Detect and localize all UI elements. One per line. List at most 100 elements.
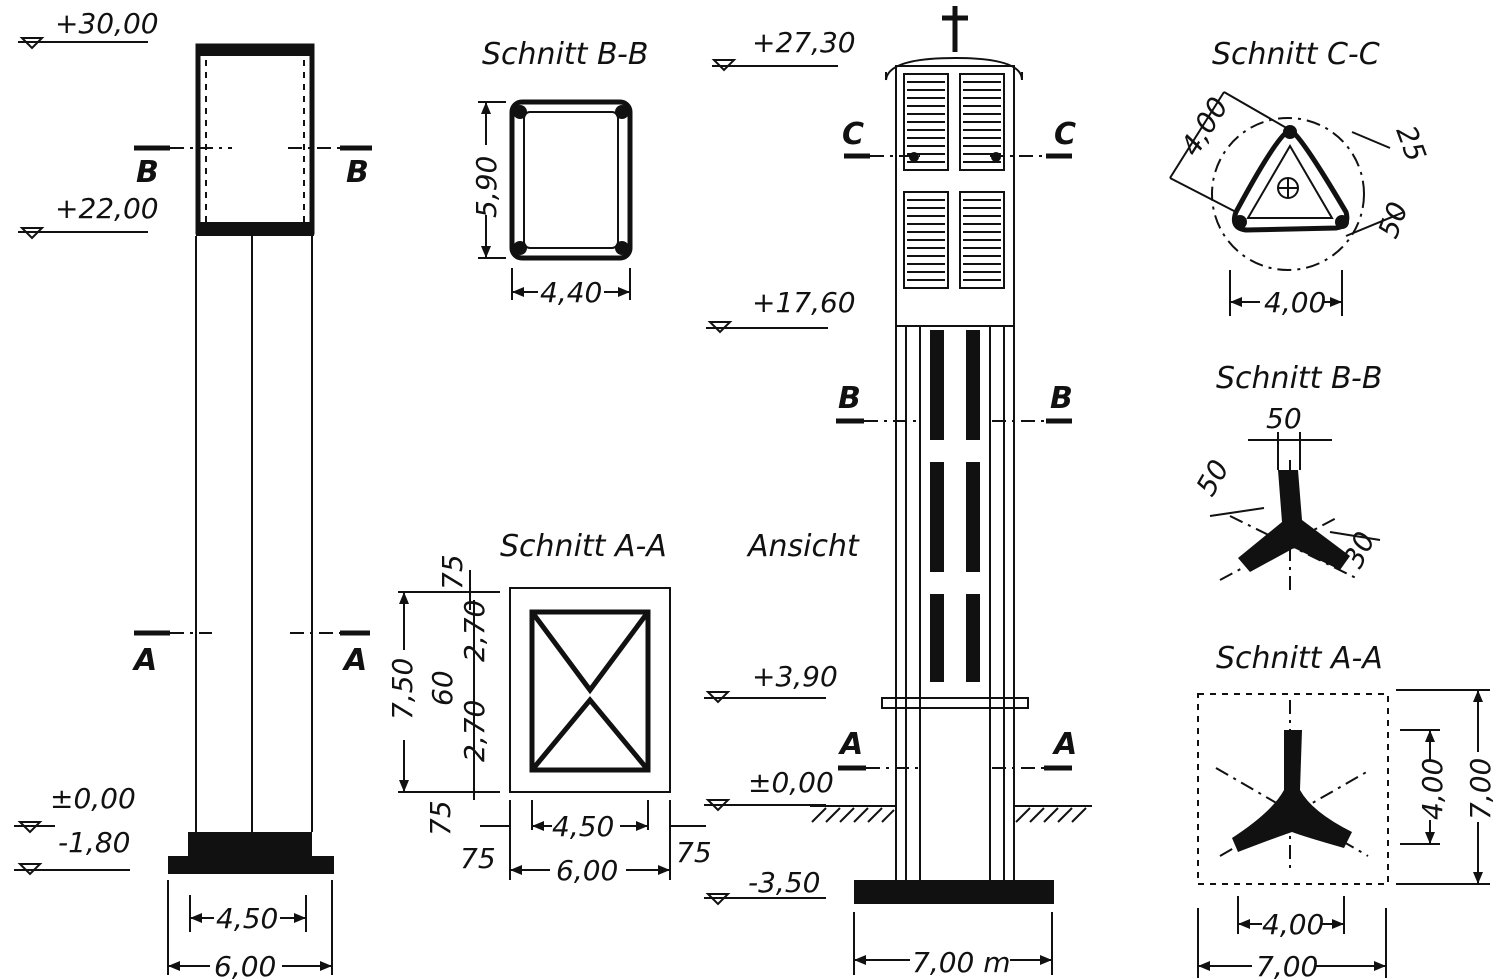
tri-star-section [1232, 730, 1352, 852]
belfry [895, 65, 1015, 327]
louvre-panel [903, 191, 949, 289]
section-letter: C [1054, 117, 1076, 152]
dim-label: 4,00 [1264, 286, 1326, 319]
dim-label: 60 [426, 670, 459, 706]
level-marker: +27,30 [711, 26, 856, 72]
roof [885, 56, 1023, 81]
cross-icon [942, 6, 968, 52]
section-outline [509, 99, 633, 261]
dim-label: 75 [460, 842, 496, 875]
dim-label: 7,50 [386, 658, 419, 720]
section-outline [1197, 693, 1389, 885]
dim-width: 4,00 [1229, 270, 1343, 319]
section-cc-tri: Schnitt C-C 4,00 25 50 4,00 [1169, 37, 1433, 319]
dim-label: 75 [436, 554, 469, 590]
dim-inner-height: 4,00 [1400, 729, 1449, 845]
section-mark-b: B B [836, 381, 1073, 424]
dim-label: 7,00 m [912, 946, 1011, 979]
dim-width: 4,40 [511, 268, 631, 309]
dim-label: 7,00 [1464, 758, 1497, 820]
section-letter: A [1052, 727, 1077, 762]
dim-label: 75 [424, 800, 457, 836]
louvre-panel [903, 73, 949, 171]
section-letter: B [136, 155, 159, 190]
dim-outer-height: 7,00 [1396, 689, 1497, 885]
dim-height: 5,90 [470, 101, 506, 259]
dim-label: 6,00 [214, 950, 276, 980]
louvre-windows [903, 73, 1005, 289]
section-mark-c: C C [842, 117, 1076, 162]
section-aa-rect: Schnitt A-A 7,50 75 60 2,70 2,70 75 4,50… [386, 529, 712, 887]
section-letter: C [842, 117, 864, 152]
ground-hatch [811, 807, 895, 823]
level-marker-top: +30,00 [18, 7, 159, 50]
dim-label: 7,00 [1256, 950, 1318, 980]
section-outline-outer [509, 587, 671, 793]
level-label: +27,30 [752, 26, 856, 59]
section-mark-b: B B [134, 145, 372, 190]
tri-star-section [1238, 470, 1350, 572]
dim-label: 50 [1372, 198, 1415, 243]
level-label: +22,00 [55, 192, 159, 225]
level-marker: +17,60 [706, 286, 856, 334]
level-label: ±0,00 [50, 782, 136, 815]
tower-view: Ansicht +27,30 +17,60 +3,90 ±0,00 -3,50 [704, 6, 1092, 979]
dim-label: 25 [1389, 121, 1432, 166]
section-title: Schnitt B-B [482, 37, 648, 72]
level-label: -3,50 [748, 866, 820, 899]
level-marker: -3,50 [704, 866, 826, 906]
dim-label: 50 [1189, 454, 1235, 501]
foundation-block [188, 832, 312, 856]
level-marker-ground: ±0,00 [14, 782, 136, 834]
section-letter: A [838, 727, 863, 762]
level-label: +3,90 [752, 660, 838, 693]
level-marker-foundation: -1,80 [14, 826, 130, 876]
dim-outer-width: 7,00 [1197, 908, 1387, 980]
dim-label: 4,50 [216, 902, 278, 935]
dim-label: 75 [676, 836, 712, 869]
level-label: +17,60 [752, 286, 856, 319]
level-label: +30,00 [55, 7, 159, 40]
dim-label: 4,00 [1262, 908, 1324, 941]
collar [881, 697, 1029, 709]
dim-label: 4,00 [1416, 758, 1449, 820]
left-tower-elevation: +30,00 +22,00 ±0,00 -1,80 [14, 7, 372, 980]
level-label: -1,80 [58, 826, 130, 859]
section-letter: A [132, 643, 157, 678]
section-letter: B [838, 381, 861, 416]
level-marker: +3,90 [704, 660, 838, 704]
louvre-panel [959, 191, 1005, 289]
section-bb-rect: Schnitt B-B 5,90 4,40 [470, 37, 648, 309]
section-mark-a: A A [132, 630, 370, 678]
section-letter: B [346, 155, 369, 190]
dim-label: 6,00 [556, 854, 618, 887]
dim-outer-width: 6,00 [167, 880, 333, 980]
dim-label: 5,90 [470, 156, 503, 218]
section-bb-tri: Schnitt B-B 50 50 30 [1189, 361, 1382, 590]
dim-inner-width: 4,50 [189, 895, 307, 935]
tower-head [195, 43, 315, 235]
foundation-plate [168, 856, 334, 874]
level-marker: ±0,00 [704, 766, 834, 812]
section-title: Schnitt B-B [1216, 361, 1382, 396]
section-outline-inner [529, 609, 651, 773]
level-label: ±0,00 [748, 766, 834, 799]
section-title: Schnitt C-C [1212, 37, 1380, 72]
dim-inner-width: 4,00 [1237, 896, 1345, 941]
triangle-outer [1231, 127, 1350, 233]
dim-width: 7,00 m [853, 912, 1053, 979]
dim-label: 4,00 [1174, 91, 1235, 161]
foundation-plate [854, 880, 1054, 904]
section-mark-a: A A [838, 727, 1077, 771]
section-title: Schnitt A-A [1216, 641, 1383, 676]
dim-label: 4,50 [552, 810, 614, 843]
section-title: Schnitt A-A [500, 529, 667, 564]
dim-label: 4,40 [540, 276, 602, 309]
section-letter: B [1050, 381, 1073, 416]
dim-label: 50 [1266, 402, 1302, 435]
section-aa-tri: Schnitt A-A 4,00 7,00 [1197, 641, 1497, 980]
view-title: Ansicht [746, 529, 860, 564]
section-letter: A [342, 643, 367, 678]
level-marker-upper: +22,00 [18, 192, 159, 240]
